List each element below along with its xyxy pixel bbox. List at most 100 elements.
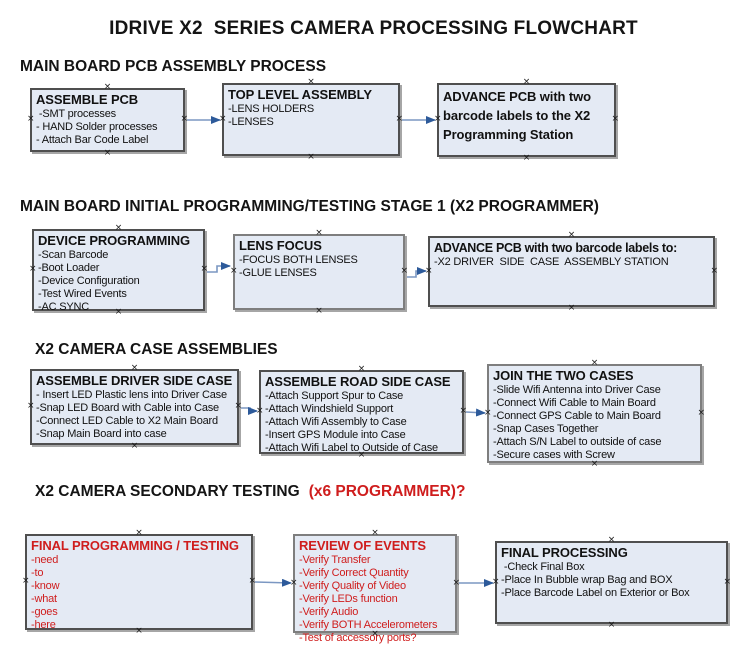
- flow-box-top-level-assembly: TOP LEVEL ASSEMBLY -LENS HOLDERS-LENSES …: [219, 78, 403, 162]
- flow-arrow-finalprog-to-review: [254, 578, 292, 587]
- connector-handle-right: ×: [395, 113, 403, 124]
- box-item: -Boot Loader: [38, 262, 100, 274]
- box-item: -Secure cases with Screw: [493, 449, 615, 461]
- box-item: -to: [31, 567, 44, 579]
- connector-handle-top: ×: [135, 528, 143, 538]
- flow-box-assemble-road-side-case: ASSEMBLE ROAD SIDE CASE -Attach Support …: [256, 365, 467, 460]
- connector-handle-left: ×: [27, 114, 35, 125]
- box-item: -Test of accessory ports?: [299, 632, 417, 644]
- connector-handle-bottom: ×: [567, 303, 576, 313]
- box-item: -what: [31, 593, 57, 605]
- flow-box-advance-pcb-case-assembly: ADVANCE PCB with two barcode labels to: …: [425, 231, 718, 313]
- box-item: -Verify Quality of Video: [299, 580, 406, 592]
- box-item: -SMT processes: [36, 108, 116, 120]
- connector-handle-top: ×: [567, 230, 576, 240]
- connector-handle-top: ×: [103, 82, 112, 92]
- box-item: -Insert GPS Module into Case: [265, 429, 406, 441]
- box-item: -Snap LED Board with Cable into Case: [36, 402, 219, 414]
- flow-box-join-the-two-cases: JOIN THE TWO CASES -Slide Wifi Antenna i…: [484, 359, 705, 469]
- box-item: -Attach Wifi Assembly to Case: [265, 416, 407, 428]
- box-item: -LENSES: [228, 116, 274, 128]
- connector-handle-bottom: ×: [114, 307, 123, 317]
- connector-handle-left: ×: [484, 407, 492, 418]
- box-item: -Snap Main Board into case: [36, 428, 167, 440]
- flow-box-final-processing: FINAL PROCESSING -Check Final Box-Place …: [492, 536, 731, 630]
- box-item: -FOCUS BOTH LENSES: [239, 254, 358, 266]
- connector-handle-left: ×: [256, 406, 264, 417]
- section-heading-pcb-assembly: MAIN BOARD PCB ASSEMBLY PROCESS: [20, 58, 327, 75]
- flow-box-items: -FOCUS BOTH LENSES-GLUE LENSES: [239, 254, 399, 280]
- box-item: -Verify Correct Quantity: [299, 567, 409, 579]
- connector-handle-bottom: ×: [103, 148, 112, 158]
- connector-handle-left: ×: [290, 577, 298, 588]
- box-item: - HAND Solder processes: [36, 121, 158, 133]
- box-item: -Verify Audio: [299, 606, 359, 618]
- connector-handle-top: ×: [315, 228, 323, 238]
- connector-handle-top: ×: [130, 363, 139, 373]
- flow-box-items: -need-to-know-what-goes-here: [31, 554, 247, 632]
- connector-handle-right: ×: [400, 266, 408, 277]
- flow-box-items: -Verify Transfer-Verify Correct Quantity…: [299, 554, 451, 645]
- box-item: -Attach Windshield Support: [265, 403, 394, 415]
- box-item: -Scan Barcode: [38, 249, 109, 261]
- box-item: - Attach Bar Code Label: [36, 134, 149, 146]
- connector-handle-top: ×: [607, 535, 616, 545]
- flow-box-items: -Check Final Box-Place In Bubble wrap Ba…: [501, 561, 722, 600]
- box-item: -Connect Wifi Cable to Main Board: [493, 397, 656, 409]
- flow-box-title: ASSEMBLE DRIVER SIDE CASE: [36, 373, 233, 388]
- connector-handle-left: ×: [425, 265, 433, 276]
- connector-handle-right: ×: [234, 401, 242, 412]
- flow-box-advance-pcb-programming-station: ADVANCE PCB with two barcode labels to t…: [434, 78, 619, 163]
- flow-box-assemble-driver-side-case: ASSEMBLE DRIVER SIDE CASE - Insert LED P…: [27, 364, 242, 451]
- flow-box-lens-focus: LENS FOCUS -FOCUS BOTH LENSES-GLUE LENSE…: [230, 229, 408, 316]
- flow-box-items: -SMT processes- HAND Solder processes- A…: [36, 108, 179, 147]
- flow-box-title: TOP LEVEL ASSEMBLY: [228, 87, 372, 102]
- flow-arrow-programming-to-lensfocus: [207, 262, 231, 273]
- box-item: -here: [31, 619, 56, 631]
- flow-box-title: FINAL PROCESSING: [501, 545, 628, 560]
- box-item: -Connect GPS Cable to Main Board: [493, 410, 661, 422]
- box-item: -X2 DRIVER SIDE CASE ASSEMBLY STATION: [434, 256, 669, 268]
- connector-handle-right: ×: [200, 264, 208, 275]
- flow-box-title: JOIN THE TWO CASES: [493, 368, 634, 383]
- box-item: -Place In Bubble wrap Bag and BOX: [501, 574, 673, 586]
- connector-handle-top: ×: [114, 223, 123, 233]
- box-item: -goes: [31, 606, 58, 618]
- connector-handle-bottom: ×: [522, 153, 531, 163]
- box-item: -Place Barcode Label on Exterior or Box: [501, 587, 690, 599]
- connector-handle-bottom: ×: [607, 620, 616, 630]
- connector-handle-top: ×: [307, 77, 315, 87]
- flow-box-items: - Insert LED Plastic lens into Driver Ca…: [36, 389, 233, 441]
- flow-box-review-of-events: REVIEW OF EVENTS -Verify Transfer-Verify…: [290, 529, 460, 645]
- section-heading-secondary-testing-text: X2 CAMERA SECONDARY TESTING: [35, 483, 300, 500]
- connector-handle-left: ×: [29, 264, 37, 275]
- connector-handle-right: ×: [180, 114, 188, 125]
- flow-box-items: -X2 DRIVER SIDE CASE ASSEMBLY STATION: [434, 256, 709, 269]
- box-item: -Connect LED Cable to X2 Main Board: [36, 415, 218, 427]
- connector-handle-left: ×: [492, 576, 500, 587]
- flow-arrow-driverside-to-roadside: [241, 407, 258, 415]
- box-item: -Test Wired Events: [38, 288, 127, 300]
- page-title: IDRIVE X2 SERIES CAMERA PROCESSING FLOWC…: [109, 18, 638, 39]
- section-heading-initial-programming: MAIN BOARD INITIAL PROGRAMMING/TESTING S…: [20, 198, 599, 215]
- flow-box-title: DEVICE PROGRAMMING: [38, 233, 191, 248]
- section-heading-programmer-question: (x6 PROGRAMMER)?: [308, 483, 466, 500]
- box-item: -Attach Support Spur to Case: [265, 390, 404, 402]
- connector-handle-left: ×: [27, 401, 35, 412]
- connector-handle-top: ×: [522, 77, 531, 87]
- flow-arrow-lensfocus-to-advance: [407, 267, 427, 278]
- box-item: -Verify LEDs function: [299, 593, 398, 605]
- box-item: -need: [31, 554, 59, 566]
- flow-box-title: ASSEMBLE PCB: [36, 92, 139, 107]
- connector-handle-bottom: ×: [135, 626, 143, 636]
- box-item: -LENS HOLDERS: [228, 103, 315, 115]
- box-item: -Snap Cases Together: [493, 423, 599, 435]
- connector-handle-top: ×: [590, 358, 599, 368]
- flow-arrow-roadside-to-join: [465, 408, 486, 417]
- connector-handle-right: ×: [459, 406, 467, 417]
- connector-handle-right: ×: [452, 577, 460, 588]
- connector-handle-bottom: ×: [307, 152, 315, 162]
- connector-handle-bottom: ×: [371, 629, 379, 639]
- box-item: -Check Final Box: [501, 561, 585, 573]
